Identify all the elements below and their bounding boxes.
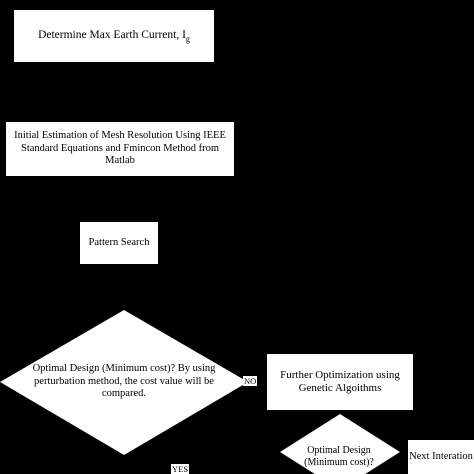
step-further-optimization-label: Further Optimization using Genetic Algoi… (280, 368, 400, 394)
decision-optimal-design-2-label: Optimal Design (Minimum cost)? (304, 444, 374, 468)
step-next-iteration-label: Next Interation (409, 450, 473, 462)
decision-diamond-2 (280, 414, 400, 474)
step-next-iteration: Next Interation (408, 440, 474, 474)
step-max-current-label: Determine Max Earth Current, I (38, 28, 186, 41)
decision-diamond-1 (0, 310, 248, 455)
decision-optimal-design-2: Optimal Design (Minimum cost)? (292, 440, 386, 474)
step-further-optimization: Further Optimization using Genetic Algoi… (267, 354, 413, 410)
step-pattern-search-label: Pattern Search (88, 236, 150, 248)
step-initial-estimation: Initial Estimation of Mesh Resolution Us… (6, 122, 234, 176)
step-pattern-search: Pattern Search (80, 222, 158, 264)
no-label: NO (243, 376, 258, 386)
decision-optimal-design-1: Optimal Design (Minimum cost)? By using … (24, 350, 224, 414)
step-determine-max-earth-current: Determine Max Earth Current, Ig (14, 10, 214, 62)
decision-optimal-design-1-label: Optimal Design (Minimum cost)? By using … (32, 362, 216, 400)
yes-label: YES (171, 464, 190, 474)
step-initial-estimation-label: Initial Estimation of Mesh Resolution Us… (14, 130, 226, 167)
step-max-current-subscript: g (185, 33, 190, 43)
